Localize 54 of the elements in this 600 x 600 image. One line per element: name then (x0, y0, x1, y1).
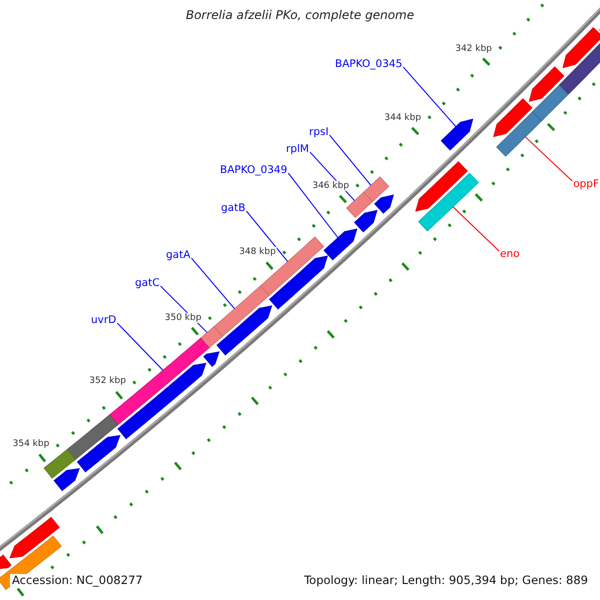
leader-line (402, 66, 456, 128)
leader-line (288, 172, 338, 238)
title: Borrelia afzelii PKo, complete genome (184, 9, 416, 23)
gene-feature (76, 434, 120, 472)
leader-line (246, 210, 288, 262)
gene-label: oppF (573, 178, 599, 190)
gene-bar (418, 172, 479, 232)
gene-feature (493, 98, 532, 138)
gene-label: eno (500, 248, 520, 260)
gene-bar (200, 326, 223, 348)
gene-bar (532, 84, 569, 122)
gene-bar (213, 285, 270, 337)
gene-feature (415, 161, 468, 212)
gene-feature (354, 210, 378, 232)
leader-line (452, 206, 500, 252)
tick-label: 352 kbp (88, 376, 127, 387)
gene-feature (9, 516, 60, 558)
gene-feature (268, 255, 328, 310)
leader-line (524, 136, 573, 182)
gene-label: BAPKO_0345 (335, 58, 402, 70)
leader-line (190, 258, 236, 310)
gene-bar (44, 448, 76, 479)
leader-line (329, 134, 372, 186)
gene-feature (374, 194, 394, 214)
gene-label: gatA (166, 249, 190, 262)
gene-bar (66, 414, 118, 460)
tick-label: 350 kbp (164, 312, 202, 323)
tick-label: 346 kbp (311, 180, 350, 191)
gene-feature (440, 118, 474, 151)
gene-label: rpsI (309, 126, 329, 138)
gene-label: rplM (286, 143, 309, 156)
gene-feature (54, 468, 80, 492)
gene-bar (109, 338, 210, 426)
gene-label: gatC (135, 277, 160, 290)
gene-bar (260, 236, 324, 296)
tick-label: 344 kbp (383, 112, 422, 124)
gene-label: BAPKO_0349 (220, 164, 288, 176)
gene-feature (203, 351, 220, 367)
leader-line (116, 322, 164, 371)
gene-bar (346, 192, 373, 218)
tick-label: 354 kbp (12, 438, 50, 450)
accession-text: Accession: NC_008277 (10, 574, 145, 588)
gene-feature (216, 305, 272, 356)
tick-label: 348 kbp (238, 247, 277, 258)
gene-feature (323, 228, 358, 260)
genome-info-text: Topology: linear; Length: 905,394 bp; Genes: 889 (302, 574, 590, 588)
gene-feature (562, 27, 600, 68)
gene-bar (363, 176, 390, 202)
gene-label: uvrD (91, 314, 116, 326)
gene-feature (0, 554, 12, 570)
tick-label: 342 kbp (454, 44, 493, 54)
gene-label: gatB (221, 202, 246, 214)
gene-bar (496, 111, 542, 157)
gene-feature (528, 66, 564, 102)
